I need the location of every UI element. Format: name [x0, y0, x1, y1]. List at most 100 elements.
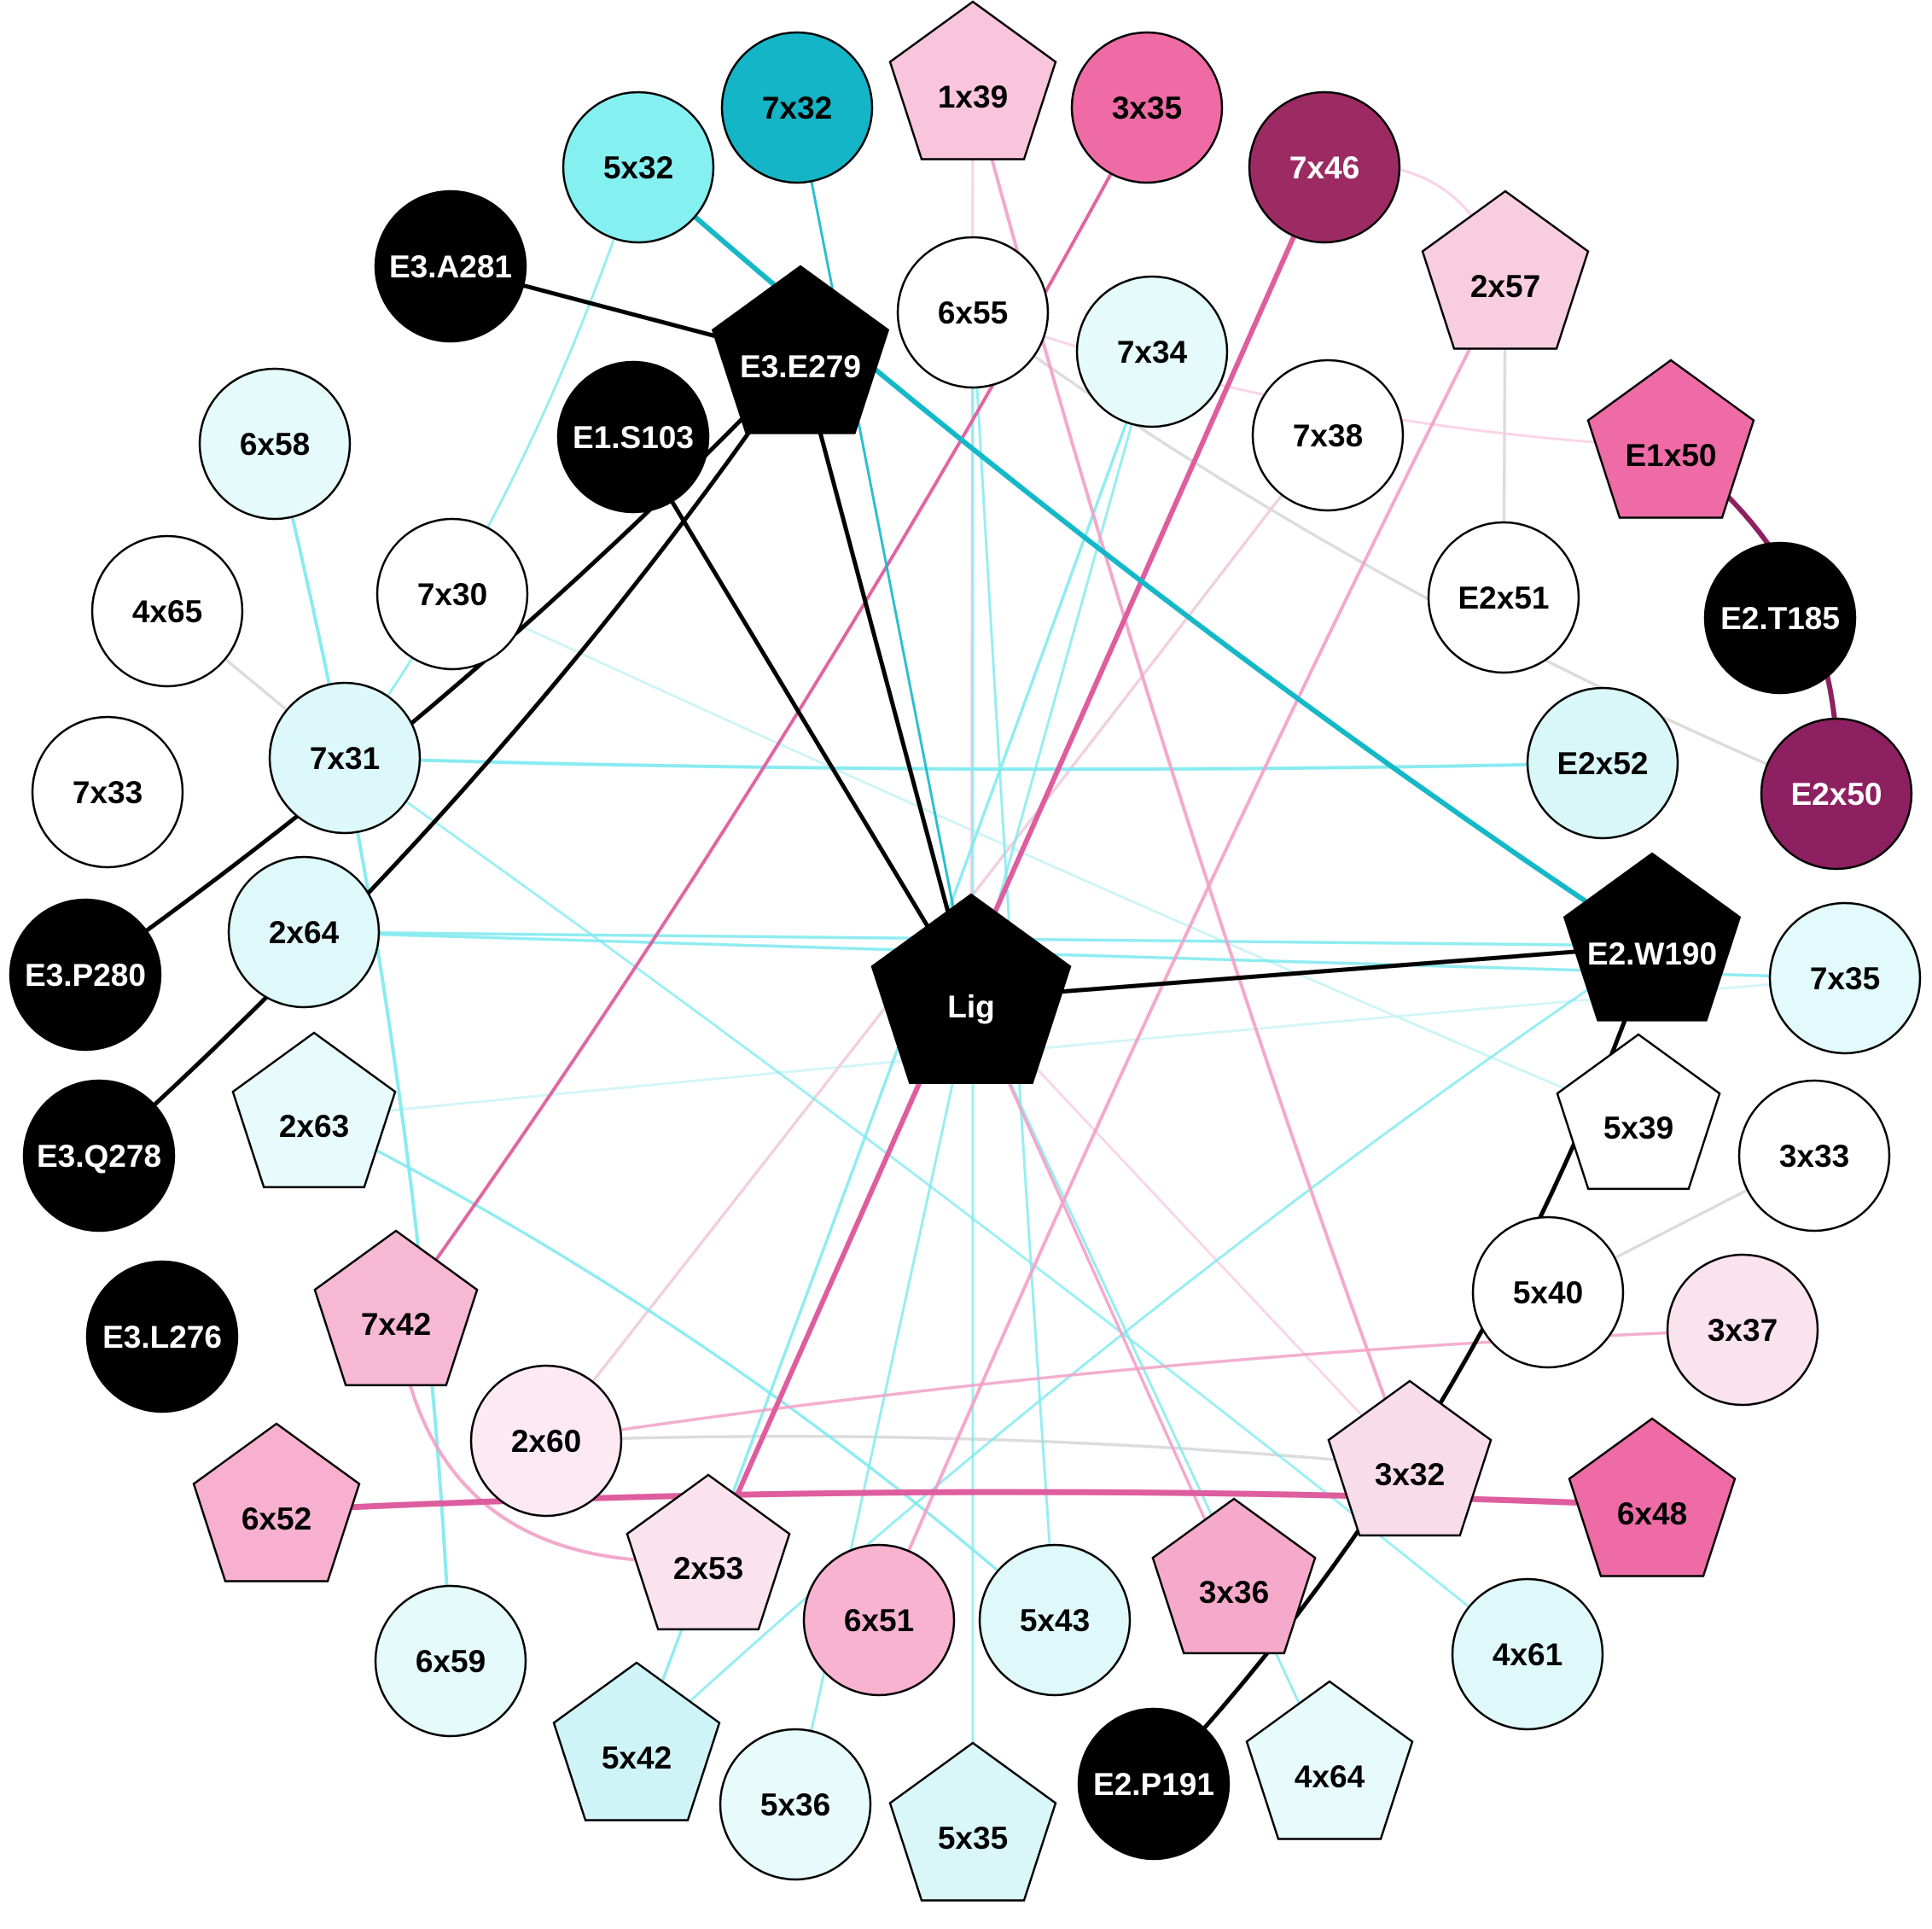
edge-4x64--Lig [969, 997, 1331, 1770]
node-shape-circle [1666, 1253, 1819, 1407]
node-E2x52: E2x52 [1526, 686, 1679, 840]
node-shape-pentagon [1245, 1680, 1414, 1840]
node-shape-pentagon [711, 265, 890, 434]
node-E3.L276: E3.L276 [85, 1260, 239, 1413]
node-5x40: 5x40 [1471, 1215, 1625, 1369]
node-shape-pentagon [1562, 852, 1742, 1022]
node-shape-pentagon [1327, 1379, 1493, 1537]
node-shape-pentagon [552, 1661, 721, 1821]
node-2x64: 2x64 [227, 855, 381, 1009]
node-shape-pentagon [1421, 189, 1590, 350]
node-shape-circle [22, 1079, 176, 1233]
node-shape-circle [896, 236, 1050, 389]
edge-E3.E279--Lig [798, 356, 974, 1001]
edge-7x32--Lig [795, 106, 973, 1000]
node-shape-circle [1760, 717, 1913, 871]
edge-E3.E279--E3.Q278 [96, 356, 803, 1158]
node-3x35: 3x35 [1070, 31, 1224, 184]
node-shape-pentagon [313, 1229, 479, 1387]
node-shape-circle [31, 715, 184, 869]
edge-5x32--7x31 [343, 166, 640, 760]
node-5x43: 5x43 [978, 1543, 1132, 1697]
node-6x58: 6x58 [198, 367, 352, 521]
node-7x30: 7x30 [375, 517, 529, 671]
node-5x32: 5x32 [562, 90, 715, 244]
node-shape-circle [198, 367, 352, 521]
node-7x33: 7x33 [31, 715, 184, 869]
edge-6x58--6x59 [273, 442, 452, 1663]
node-shape-circle [720, 31, 874, 184]
node-shape-circle [719, 1728, 872, 1881]
node-shape-pentagon [888, 0, 1057, 160]
node-7x34: 7x34 [1075, 275, 1229, 428]
node-shape-circle [1077, 1707, 1231, 1861]
node-shape-pentagon [870, 893, 1072, 1084]
node-shape-circle [1248, 90, 1401, 244]
node-shape-circle [1768, 901, 1922, 1055]
node-shape-pentagon [626, 1473, 791, 1631]
node-shape-circle [9, 898, 162, 1052]
node-shape-circle [1703, 541, 1857, 695]
node-7x31: 7x31 [268, 681, 422, 835]
node-shape-pentagon [231, 1031, 397, 1189]
node-7x35: 7x35 [1768, 901, 1922, 1055]
node-2x60: 2x60 [469, 1364, 623, 1518]
node-6x55: 6x55 [896, 236, 1050, 389]
node-5x36: 5x36 [719, 1728, 872, 1881]
node-E3.A281: E3.A281 [374, 189, 527, 343]
edge-7x46--2x53 [706, 165, 1327, 1563]
node-6x51: 6x51 [802, 1543, 956, 1697]
node-shape-circle [556, 360, 710, 514]
node-shape-circle [227, 855, 381, 1009]
edge-E1.S103--Lig [631, 434, 974, 1001]
edge-7x30--5x39 [451, 592, 1640, 1122]
node-shape-circle [85, 1260, 239, 1413]
node-shape-pentagon [1151, 1497, 1317, 1655]
edge-2x60--3x32 [544, 1435, 1411, 1468]
node-shape-pentagon [192, 1422, 361, 1582]
node-3x37: 3x37 [1666, 1253, 1819, 1407]
node-E3.Q278: E3.Q278 [22, 1079, 176, 1233]
node-4x65: 4x65 [90, 534, 244, 688]
node-shape-circle [1075, 275, 1229, 428]
node-shape-pentagon [888, 1741, 1057, 1902]
node-shape-pentagon [1556, 1033, 1721, 1191]
edge-5x42--E2.W190 [635, 944, 1654, 1751]
node-shape-circle [1526, 686, 1679, 840]
node-shape-circle [375, 517, 529, 671]
node-shape-circle [374, 189, 527, 343]
edge-2x57--6x51 [877, 277, 1507, 1622]
node-shape-circle [1070, 31, 1224, 184]
node-shape-circle [1427, 521, 1580, 674]
node-E3.P280: E3.P280 [9, 898, 162, 1052]
node-E2x51: E2x51 [1427, 521, 1580, 674]
node-shape-circle [562, 90, 715, 244]
node-shape-circle [1251, 358, 1405, 512]
node-shape-circle [1451, 1577, 1604, 1731]
node-shape-circle [802, 1543, 956, 1697]
node-shape-circle [268, 681, 422, 835]
node-7x32: 7x32 [720, 31, 874, 184]
node-shape-circle [1471, 1215, 1625, 1369]
node-shape-pentagon [1568, 1417, 1737, 1577]
node-E2x50: E2x50 [1760, 717, 1913, 871]
node-7x38: 7x38 [1251, 358, 1405, 512]
edge-4x61--7x31 [343, 756, 1529, 1656]
node-shape-circle [90, 534, 244, 688]
edge-2x63--5x43 [312, 1116, 1056, 1622]
node-shape-circle [1737, 1079, 1891, 1233]
node-shape-circle [374, 1584, 527, 1738]
node-shape-circle [978, 1543, 1132, 1697]
node-7x46: 7x46 [1248, 90, 1401, 244]
node-4x61: 4x61 [1451, 1577, 1604, 1731]
node-3x33: 3x33 [1737, 1079, 1891, 1233]
edge-Lig--E2.W190 [969, 943, 1655, 1001]
node-shape-pentagon [1586, 358, 1755, 519]
node-E2.P191: E2.P191 [1077, 1707, 1231, 1861]
node-6x59: 6x59 [374, 1584, 527, 1738]
node-shape-circle [469, 1364, 623, 1518]
node-E1.S103: E1.S103 [556, 360, 710, 514]
edge-5x36--Lig [794, 997, 973, 1806]
